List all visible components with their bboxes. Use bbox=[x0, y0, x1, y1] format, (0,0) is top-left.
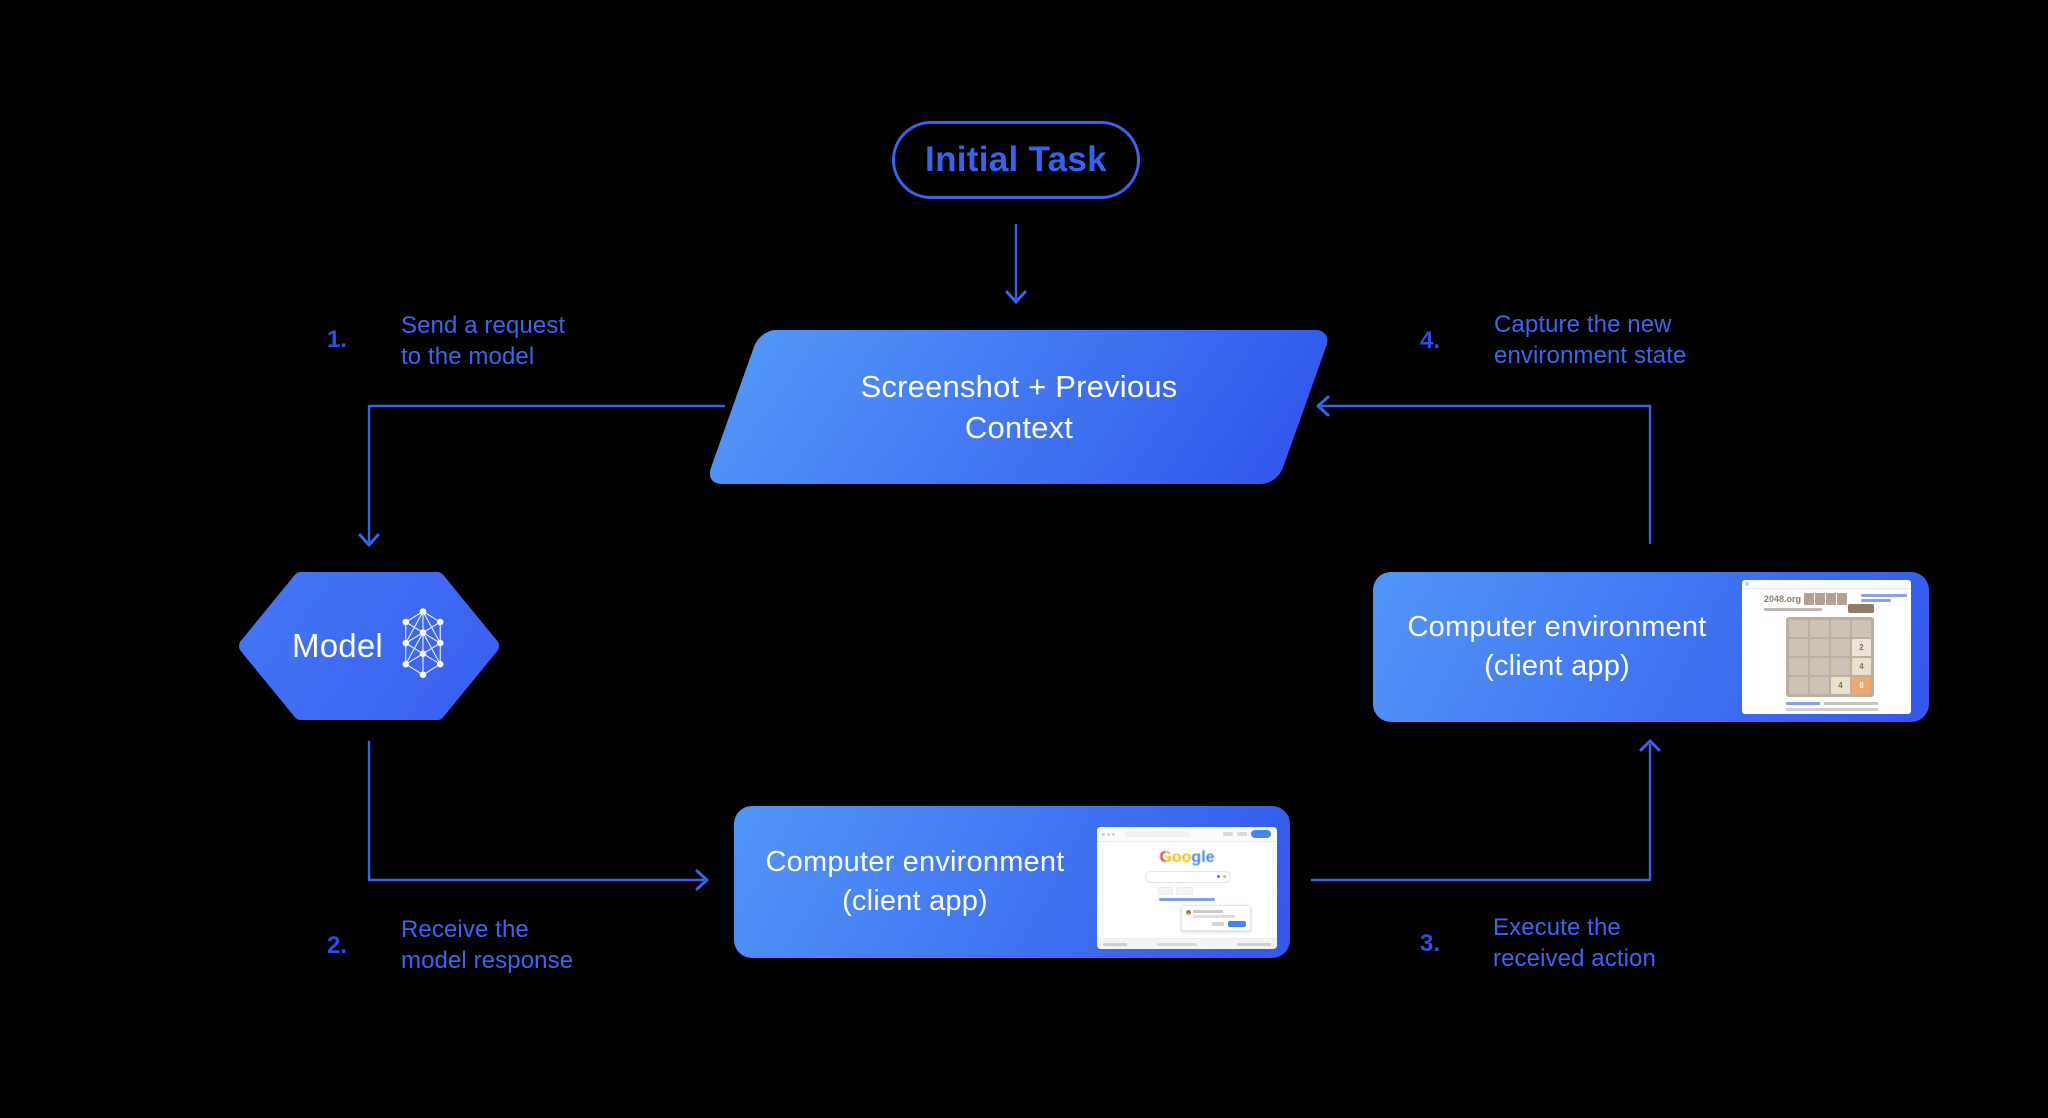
sign-in-popup bbox=[1181, 905, 1251, 931]
step-4-label: Capture the new environment state bbox=[1494, 311, 1687, 369]
google-g-icon bbox=[1186, 910, 1191, 915]
popup-sign-in-button bbox=[1228, 921, 1246, 927]
computer-environment-label-2: Computer environment (client app) bbox=[1407, 611, 1707, 682]
grid-cell bbox=[1789, 658, 1808, 675]
score-tiles bbox=[1804, 593, 1847, 605]
hexagon-shape bbox=[239, 572, 499, 720]
arrow-task-to-screenshot bbox=[1005, 223, 1027, 304]
grid-cell bbox=[1810, 639, 1829, 656]
gmail-link-placeholder bbox=[1223, 832, 1233, 836]
new-game-button bbox=[1848, 604, 1874, 613]
step-2-number: 2. bbox=[327, 932, 348, 959]
screenshot-context-label: Screenshot + Previous Context bbox=[860, 369, 1178, 445]
grid-cell bbox=[1831, 658, 1850, 675]
neural-network-icon bbox=[402, 608, 444, 679]
game-2048-screenshot-thumbnail: 2048.org 2 4 4 8 bbox=[1742, 580, 1911, 714]
tile-4: 4 bbox=[1831, 677, 1850, 694]
sign-in-button bbox=[1251, 830, 1271, 838]
window-dot-icon bbox=[1107, 833, 1110, 836]
window-dot-icon bbox=[1102, 833, 1105, 836]
language-link-placeholder bbox=[1159, 898, 1215, 901]
grid-cell bbox=[1852, 620, 1871, 637]
step-1-number: 1. bbox=[327, 326, 348, 353]
arrow-model-to-environment bbox=[367, 740, 709, 891]
subtitle-placeholder bbox=[1764, 608, 1822, 611]
computer-environment-node-1: Computer environment (client app) Google bbox=[734, 806, 1290, 958]
step-4-number: 4. bbox=[1420, 327, 1441, 354]
feeling-lucky-button bbox=[1176, 887, 1193, 895]
tile-8: 8 bbox=[1852, 677, 1871, 694]
step-3-label: Execute the received action bbox=[1493, 914, 1656, 972]
grid-cell bbox=[1831, 620, 1850, 637]
grid-cell bbox=[1789, 639, 1808, 656]
step-1-label: Send a request to the model bbox=[401, 312, 566, 370]
footer-link-placeholder bbox=[1157, 943, 1197, 946]
browser-chrome bbox=[1742, 580, 1911, 589]
google-search-button bbox=[1158, 887, 1173, 895]
step-3-number: 3. bbox=[1420, 930, 1441, 957]
search-box bbox=[1145, 871, 1231, 883]
grid-cell bbox=[1810, 658, 1829, 675]
popup-text-placeholder bbox=[1193, 915, 1235, 918]
browser-chrome bbox=[1097, 827, 1277, 842]
lens-icon bbox=[1223, 875, 1226, 878]
footer-link-placeholder bbox=[1237, 943, 1271, 946]
model-content: Model bbox=[238, 571, 500, 721]
images-link-placeholder bbox=[1237, 832, 1247, 836]
step-2-label: Receive the model response bbox=[401, 916, 574, 974]
mic-icon bbox=[1217, 875, 1220, 878]
initial-task-label: Initial Task bbox=[925, 140, 1107, 179]
stay-signed-out-button bbox=[1212, 922, 1224, 926]
computer-environment-label-1: Computer environment (client app) bbox=[765, 846, 1065, 917]
footer-text-placeholder bbox=[1786, 708, 1878, 711]
how-to-play-link-placeholder bbox=[1786, 702, 1820, 705]
grid-cell bbox=[1789, 677, 1808, 694]
popup-text-placeholder bbox=[1193, 910, 1223, 913]
computer-environment-node-2: Computer environment (client app) 2048.o… bbox=[1373, 572, 1929, 722]
tile-2: 2 bbox=[1852, 639, 1871, 656]
tab-icon bbox=[1745, 582, 1749, 586]
arrow-screenshot-to-model bbox=[358, 404, 726, 547]
initial-task-node: Initial Task bbox=[892, 121, 1140, 199]
google-screenshot-thumbnail: Google bbox=[1097, 827, 1277, 949]
screenshot-context-node: Screenshot + Previous Context bbox=[705, 330, 1332, 484]
arrow-environment-to-environment2 bbox=[1310, 739, 1661, 882]
model-node: Model bbox=[238, 571, 500, 721]
google-logo: Google bbox=[1097, 849, 1277, 867]
grid-cell bbox=[1831, 639, 1850, 656]
footer-text-placeholder bbox=[1824, 702, 1878, 705]
grid-cell bbox=[1789, 620, 1808, 637]
grid-cell bbox=[1810, 677, 1829, 694]
window-dot-icon bbox=[1112, 833, 1115, 836]
model-label: Model bbox=[292, 627, 383, 664]
footer-link-placeholder bbox=[1103, 943, 1127, 946]
top-link-placeholder bbox=[1861, 599, 1891, 602]
game-grid: 2 4 4 8 bbox=[1786, 617, 1874, 697]
arrow-environment2-to-screenshot bbox=[1316, 395, 1652, 545]
footer-bar bbox=[1097, 938, 1277, 949]
grid-cell bbox=[1810, 620, 1829, 637]
top-link-placeholder bbox=[1861, 594, 1907, 597]
tile-4: 4 bbox=[1852, 658, 1871, 675]
address-bar bbox=[1125, 831, 1191, 837]
game-title: 2048.org bbox=[1764, 594, 1802, 604]
